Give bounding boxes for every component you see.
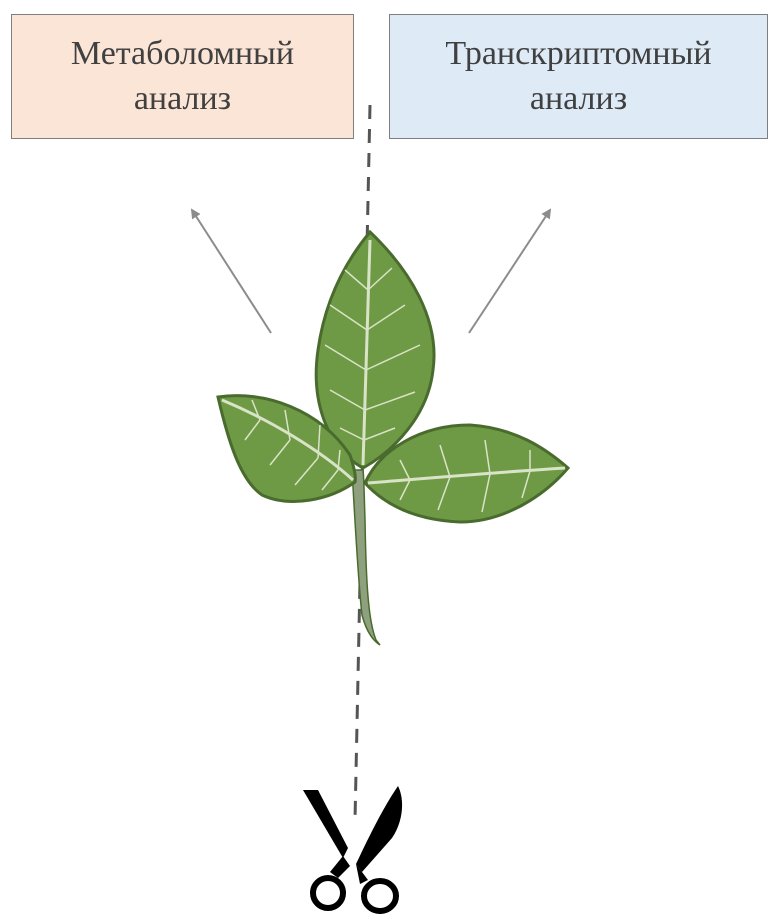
scissors-icon xyxy=(303,786,402,911)
leaf-stem xyxy=(352,470,380,645)
scissors-ring-left xyxy=(313,878,343,908)
scissors-blade-right xyxy=(356,786,402,872)
arrow-to-transcriptomic xyxy=(469,210,550,333)
scissors-ring-right xyxy=(364,881,396,911)
leaf-icon xyxy=(218,232,568,645)
scissors-shank-left xyxy=(330,856,350,878)
scissors-blade-left xyxy=(303,790,348,858)
arrow-to-metabolomic xyxy=(192,210,271,333)
